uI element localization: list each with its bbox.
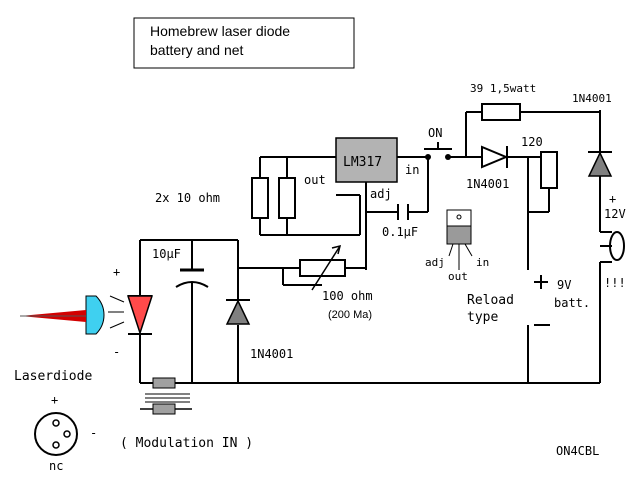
lm317-out-label: out <box>304 173 326 187</box>
wires <box>139 110 601 384</box>
reload-label: Reload <box>467 293 514 308</box>
title-line-1: Homebrew laser diode <box>150 23 290 39</box>
laser-lens <box>85 295 105 335</box>
title-box: Homebrew laser diode battery and net <box>133 17 355 69</box>
pin-nc-label: nc <box>49 459 63 473</box>
battery-9v-label: 9V <box>557 278 571 292</box>
pkg-out-label: out <box>448 270 468 283</box>
modulation-coupler <box>140 377 192 415</box>
diode-middle-label: 1N4001 <box>466 177 509 191</box>
diode-left-label: 1N4001 <box>250 347 293 361</box>
callsign-label: ON4CBL <box>556 444 599 458</box>
capacitor-10uf-label: 10µF <box>152 247 181 261</box>
lm317-regulator: LM317 <box>335 137 398 183</box>
laserdiode-label: Laserdiode <box>14 369 92 384</box>
resistor-39-ohm <box>481 103 521 121</box>
resistor-10-ohm-label: 2x 10 ohm <box>155 191 220 205</box>
resistor-120-ohm <box>540 151 558 189</box>
pin-plus-label: + <box>51 393 58 407</box>
potentiometer-100-ohm <box>299 244 346 291</box>
capacitor-0-1uf <box>397 204 409 220</box>
diode-right-label: 1N4001 <box>572 92 612 105</box>
resistor-10-ohm-pair <box>251 177 296 219</box>
12v-label: 12V <box>604 207 626 221</box>
diode-1n4001-right <box>587 151 613 177</box>
12v-input-connector <box>600 231 625 263</box>
laser-pinout-icon <box>34 412 78 456</box>
reload-type-label: type <box>467 310 498 325</box>
to220-package-icon <box>446 209 473 270</box>
resistor-120-ohm-label: 120 <box>521 135 543 149</box>
potentiometer-label: 100 ohm <box>322 289 373 303</box>
modulation-label: ( Modulation IN ) <box>120 436 253 451</box>
pkg-in-label: in <box>476 256 489 269</box>
switch-on <box>424 142 452 160</box>
laser-plus-label: + <box>113 265 120 279</box>
lm317-adj-label: adj <box>370 187 392 201</box>
laser-minus-label: - <box>113 345 120 359</box>
lm317-in-label: in <box>405 163 419 177</box>
laser-diode <box>108 295 154 336</box>
capacitor-0-1uf-label: 0.1µF <box>382 225 418 239</box>
diode-1n4001-left <box>225 299 251 325</box>
resistor-39-ohm-label: 39 1,5watt <box>470 82 536 95</box>
battery-9v <box>526 270 550 326</box>
12v-plus-label: + <box>609 192 616 206</box>
pkg-adj-label: adj <box>425 256 445 269</box>
capacitor-10uf <box>175 268 209 288</box>
potentiometer-current-label: (200 Ma) <box>328 309 372 321</box>
battery-batt-label: batt. <box>554 296 590 310</box>
warning-label: !!! <box>604 276 626 290</box>
laser-beam <box>20 310 86 322</box>
pin-minus-label: - <box>90 426 97 440</box>
title-line-2: battery and net <box>150 42 244 58</box>
lm317-label: LM317 <box>343 155 382 170</box>
switch-on-label: ON <box>428 126 442 140</box>
diode-1n4001-middle <box>481 145 509 169</box>
